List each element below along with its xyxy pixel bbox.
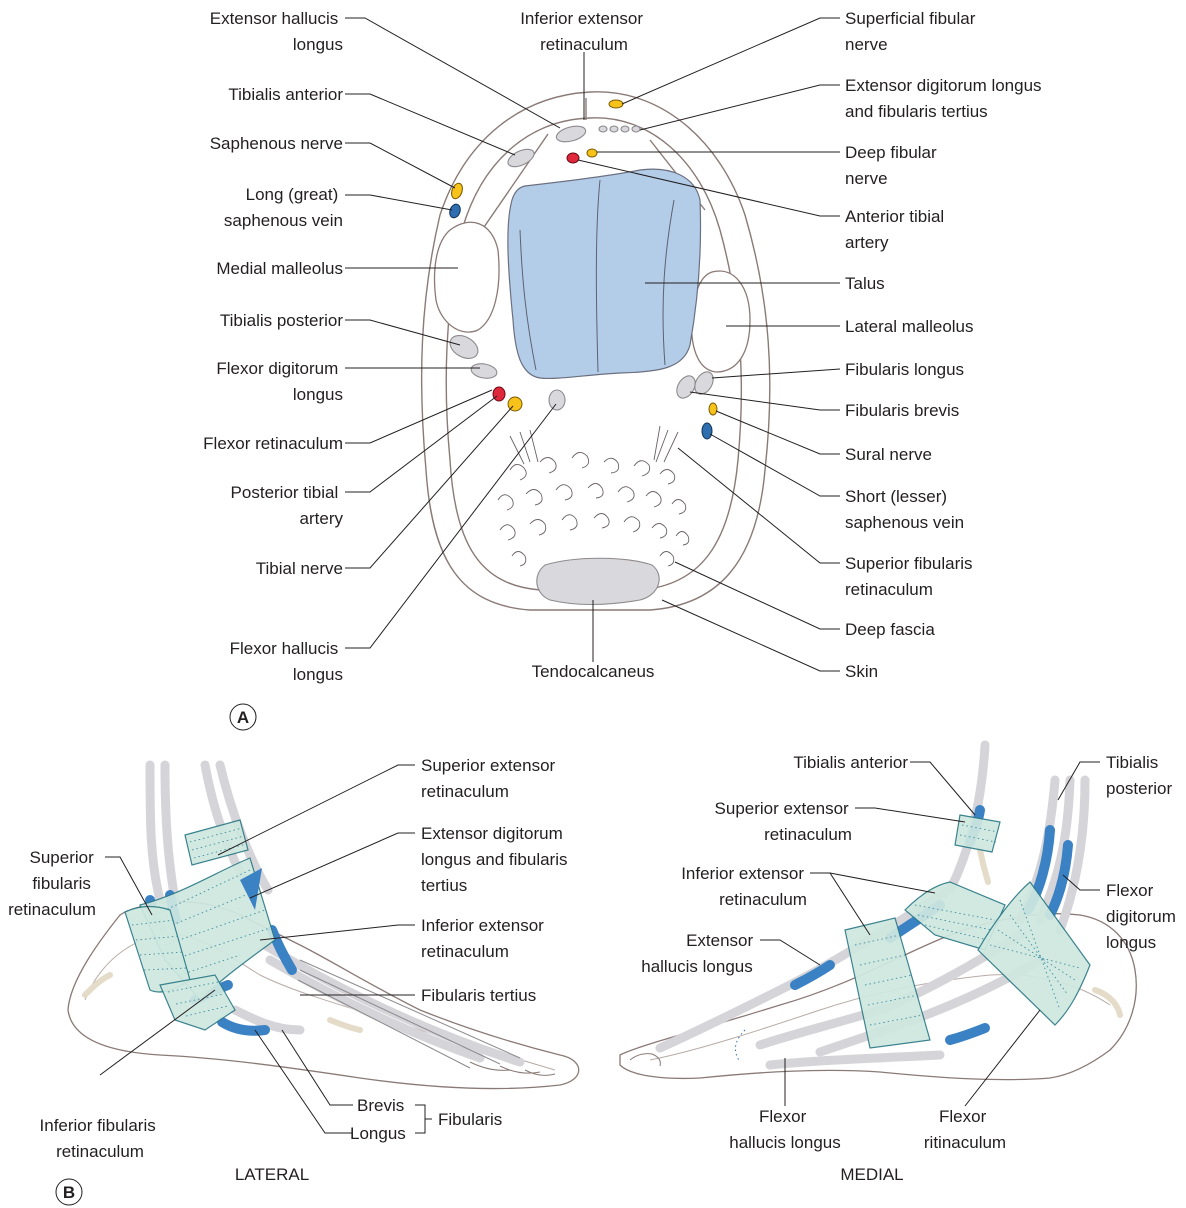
caption-medial: MEDIAL bbox=[840, 1165, 903, 1184]
label-tibialis-posterior: Tibialis posterior bbox=[220, 311, 343, 330]
long-saphenous-vein-dot bbox=[448, 203, 462, 220]
superficial-fibular-nerve-dot bbox=[609, 100, 623, 108]
label-medial-inferior-extensor-retinaculum: Inferior extensor retinaculum bbox=[681, 864, 809, 909]
svg-text:A: A bbox=[237, 708, 249, 727]
heel-fat-pad-texture bbox=[498, 426, 689, 566]
label-medial-flexor-digitorum-longus: Flexor digitorum longus bbox=[1106, 881, 1181, 952]
label-medial-extensor-hallucis-longus: Extensor hallucis longus bbox=[641, 931, 758, 976]
label-fibularis-longus: Fibularis longus bbox=[845, 360, 964, 379]
label-flexor-digitorum-longus: Flexor digitorum longus bbox=[216, 359, 343, 404]
sural-nerve-dot bbox=[709, 403, 717, 415]
label-extensor-digitorum-fibularis-tertius: Extensor digitorum longus and fibularis … bbox=[845, 76, 1046, 121]
label-lateral-inferior-extensor-retinaculum: Inferior extensor retinaculum bbox=[421, 916, 549, 961]
label-lateral-longus: Longus bbox=[350, 1124, 406, 1143]
tibialis-posterior-tendon bbox=[446, 331, 482, 363]
label-deep-fascia: Deep fascia bbox=[845, 620, 935, 639]
extensor-digitorum-tendons bbox=[599, 126, 640, 132]
svg-text:B: B bbox=[63, 1183, 75, 1202]
anterior-tibial-artery-dot bbox=[567, 153, 579, 163]
label-lateral-fibularis-tertius: Fibularis tertius bbox=[421, 986, 536, 1005]
label-medial-malleolus: Medial malleolus bbox=[216, 259, 343, 278]
label-flexor-hallucis-longus: Flexor hallucis longus bbox=[230, 639, 343, 684]
panel-a-letter: A bbox=[230, 704, 256, 730]
flexor-digitorum-longus-tendon bbox=[470, 362, 498, 380]
talus-shape bbox=[508, 169, 701, 378]
label-lateral-fibularis: Fibularis bbox=[438, 1110, 502, 1129]
panel-b-medial-view bbox=[620, 745, 1136, 1080]
label-medial-flexor-hallucis-longus: Flexor hallucis longus bbox=[729, 1107, 841, 1152]
label-fibularis-brevis: Fibularis brevis bbox=[845, 401, 959, 420]
label-extensor-hallucis-longus: Extensor hallucis longus bbox=[210, 9, 343, 54]
label-tendocalcaneus: Tendocalcaneus bbox=[532, 662, 655, 681]
label-medial-tibialis-anterior: Tibialis anterior bbox=[793, 753, 908, 772]
label-short-saphenous-vein: Short (lesser) saphenous vein bbox=[845, 487, 964, 532]
label-lateral-extensor-digitorum: Extensor digitorum longus and fibularis … bbox=[421, 824, 572, 895]
medial-superior-extensor-retinaculum bbox=[955, 815, 1000, 852]
label-superficial-fibular-nerve: Superficial fibular nerve bbox=[845, 9, 980, 54]
short-saphenous-vein-dot bbox=[702, 423, 712, 439]
label-lateral-inferior-fibularis-retinaculum: Inferior fibularis retinaculum bbox=[40, 1116, 161, 1161]
label-medial-tibialis-posterior: Tibialis posterior bbox=[1106, 753, 1172, 798]
label-posterior-tibial-artery: Posterior tibial artery bbox=[231, 483, 344, 528]
label-lateral-superior-fibularis-retinaculum: Superior fibularis retinaculum bbox=[8, 848, 98, 919]
label-flexor-retinaculum: Flexor retinaculum bbox=[203, 434, 343, 453]
flexor-hallucis-longus-tendon bbox=[549, 390, 565, 410]
panel-a-cross-section bbox=[422, 92, 770, 610]
label-superior-fibularis-retinaculum: Superior fibularis retinaculum bbox=[845, 554, 977, 599]
label-lateral-brevis: Brevis bbox=[357, 1096, 404, 1115]
medial-bone-shading bbox=[980, 850, 988, 882]
extensor-hallucis-longus-tendon bbox=[555, 123, 588, 144]
fibularis-brevis-tendon bbox=[673, 373, 699, 402]
caption-lateral: LATERAL bbox=[235, 1165, 309, 1184]
label-medial-flexor-retinaculum: Flexor ritinaculum bbox=[924, 1107, 1006, 1152]
label-inferior-extensor-retinaculum: Inferior extensor retinaculum bbox=[520, 9, 648, 54]
label-talus: Talus bbox=[845, 274, 885, 293]
label-long-saphenous-vein: Long (great) saphenous vein bbox=[224, 185, 343, 230]
label-tibialis-anterior: Tibialis anterior bbox=[228, 85, 343, 104]
tendocalcaneus-shape bbox=[537, 558, 659, 604]
label-tibial-nerve: Tibial nerve bbox=[256, 559, 343, 578]
panel-b-letter: B bbox=[56, 1179, 82, 1205]
label-sural-nerve: Sural nerve bbox=[845, 445, 932, 464]
label-anterior-tibial-artery: Anterior tibial artery bbox=[845, 207, 949, 252]
medial-malleolus-shape bbox=[435, 222, 499, 332]
label-deep-fibular-nerve: Deep fibular nerve bbox=[845, 143, 941, 188]
label-medial-superior-extensor-retinaculum: Superior extensor retinaculum bbox=[715, 799, 854, 844]
posterior-tibial-artery-dot bbox=[493, 387, 505, 401]
label-saphenous-nerve: Saphenous nerve bbox=[210, 134, 343, 153]
label-skin: Skin bbox=[845, 662, 878, 681]
deep-fibular-nerve-dot bbox=[587, 149, 597, 157]
label-lateral-malleolus: Lateral malleolus bbox=[845, 317, 974, 336]
label-lateral-superior-extensor-retinaculum: Superior extensor retinaculum bbox=[421, 756, 560, 801]
lateral-malleolus-shape bbox=[692, 271, 750, 372]
